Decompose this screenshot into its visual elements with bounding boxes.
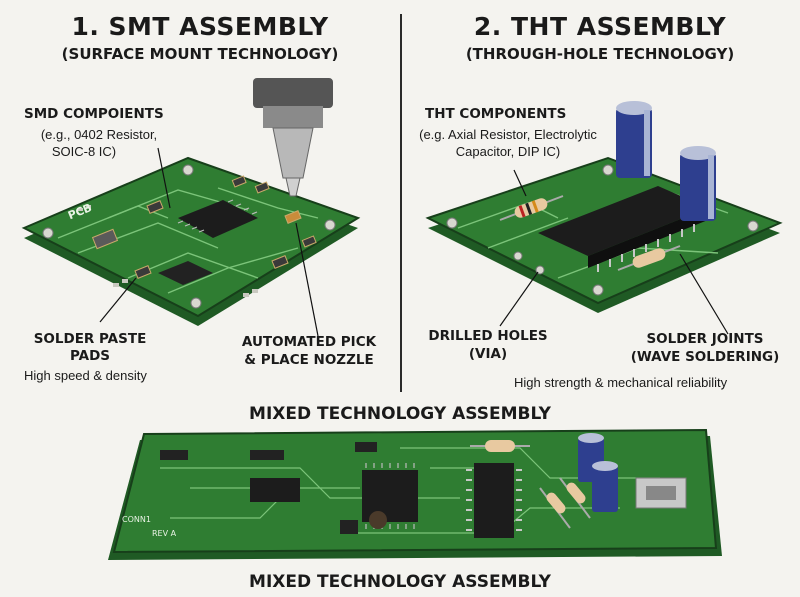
smt-title: 1. SMT ASSEMBLY [71,12,329,41]
mixed-pcb-illustration: CONN1 REV A [108,428,722,560]
solder-joints-label-2: (WAVE SOLDERING) [630,349,780,365]
tht-subtitle: (THROUGH-HOLE TECHNOLOGY) [465,45,735,63]
tht-note: High strength & mechanical reliability [514,375,728,390]
smt-subtitle: (SURFACE MOUNT TECHNOLOGY) [61,45,339,63]
tht-pcb-illustration [425,101,783,335]
drilled-holes-label-2: (VIA) [468,346,508,362]
section-divider [400,14,402,392]
tht-components-label: THT COMPONENTS [425,106,567,122]
mixed-board-text-2: REV A [152,529,177,538]
mixed-title-bottom: MIXED TECHNOLOGY ASSEMBLY [249,572,551,592]
mixed-board-text-1: CONN1 [122,515,151,524]
nozzle-label-1: AUTOMATED PICK [241,334,377,350]
solder-paste-label-1: SOLDER PASTE [33,331,147,347]
smd-components-example-2: SOIC-8 IC) [51,144,117,159]
drilled-holes-label-1: DRILLED HOLES [428,328,548,344]
tht-components-example-1: (e.g. Axial Resistor, Electrolytic [419,127,597,142]
tht-components-example-2: Capacitor, DIP IC) [455,144,561,159]
nozzle-label-2: & PLACE NOZZLE [244,352,374,368]
smd-components-label: SMD COMPOIENTS [24,106,164,122]
mixed-title-top: MIXED TECHNOLOGY ASSEMBLY [249,404,551,424]
solder-paste-label-2: PADS [69,348,111,364]
smt-pcb-illustration: PCB [21,78,361,337]
solder-joints-label-1: SOLDER JOINTS [646,331,764,347]
tht-title: 2. THT ASSEMBLY [473,12,727,41]
smt-note: High speed & density [24,368,147,383]
smd-components-example-1: (e.g., 0402 Resistor, [40,127,158,142]
